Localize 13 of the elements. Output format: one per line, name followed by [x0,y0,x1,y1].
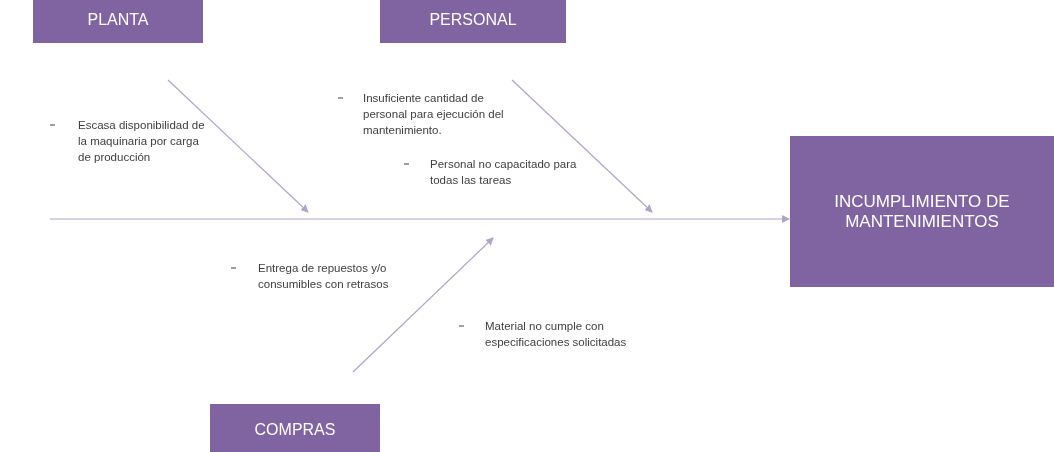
bone-arrow [352,237,494,373]
cause-text: Material no cumple con especificaciones solicitadas [485,319,628,350]
spine-arrow [49,215,790,223]
cause-text: Entrega de repuestos y/o consumibles con retrasos [258,261,390,292]
bone-arrow [167,79,309,213]
bone-arrow [511,79,653,213]
category-box: COMPRAS [210,404,380,452]
cause-text: Insuficiente cantidad de personal para ejecución del mantenimiento. [363,91,505,138]
cause-text: Escasa disponibilidad de la maquinaria por carga de producción [78,118,206,165]
category-box: PERSONAL [380,0,566,43]
category-box: PLANTA [33,0,203,43]
effect-box: INCUMPLIMIENTO DE MANTENIMIENTOS [790,136,1054,287]
cause-text: Personal no capacitado para todas las tareas [430,157,578,188]
